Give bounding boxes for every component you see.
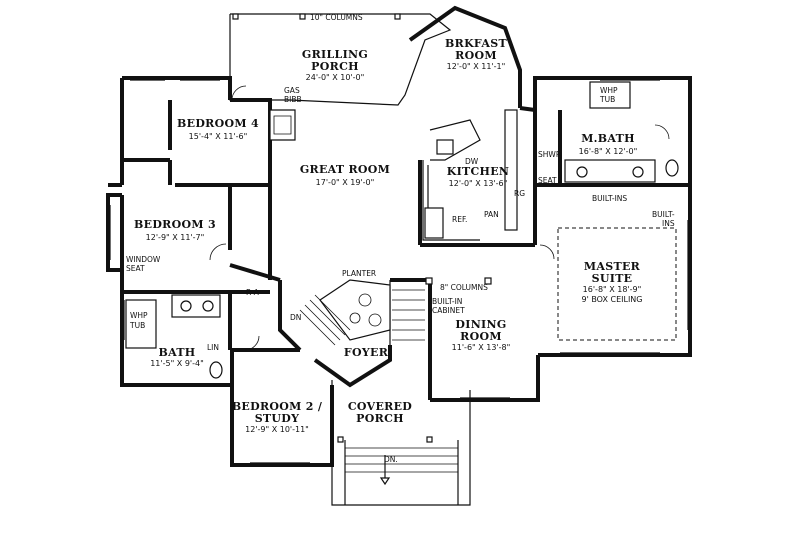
room-labels: GRILLING PORCH 24'-0" X 10'-0" BRKFAST R… (134, 37, 642, 434)
note-lin: LIN (207, 343, 219, 352)
planter-stair (299, 279, 425, 346)
bedroom-4-dims: 15'-4" X 11'-6" (189, 132, 248, 141)
dining-room-dims: 11'-6" X 13'-8" (452, 343, 511, 352)
dining-room-name-2: ROOM (460, 330, 502, 343)
dining-room-name-1: DINING (455, 318, 506, 331)
plan-notes: 10" COLUMNS GAS BIBB DW REF. PAN RG SHWR… (126, 13, 675, 464)
bedroom-3-name: BEDROOM 3 (134, 218, 216, 231)
porch-columns (232, 13, 492, 443)
covered-porch-name-1: COVERED (348, 400, 412, 413)
bath-fixtures (125, 81, 679, 379)
kitchen-counters (422, 109, 518, 241)
master-suite-name-1: MASTER (584, 260, 641, 273)
brkfast-room-name-2: ROOM (455, 49, 497, 62)
note-whp-tub-2a: WHP (130, 311, 148, 320)
kitchen-dims: 12'-0" X 13'-6" (449, 179, 508, 188)
foyer-name: FOYER (344, 346, 389, 359)
m-bath-dims: 16'-8" X 12'-0" (579, 147, 638, 156)
note-built-in-1: BUILT-IN (432, 297, 462, 306)
front-steps (345, 447, 458, 486)
note-whp-tub-1a: WHP (600, 86, 618, 95)
bedroom-4-name: BEDROOM 4 (177, 117, 259, 130)
note-built-ins-2b: INS (662, 219, 675, 228)
grilling-porch-dims: 24'-0" X 10'-0" (306, 73, 365, 82)
note-whp-tub-2b: TUB (129, 321, 145, 330)
note-window-2: SEAT (126, 264, 145, 273)
note-dn-2: DN. (384, 455, 398, 464)
note-bibb: BIBB (284, 95, 302, 104)
note-dn-1: DN (290, 313, 301, 322)
box-ceiling (557, 227, 677, 341)
note-seat: SEAT (538, 176, 557, 185)
brkfast-room-dims: 12'-0" X 11'-1" (447, 62, 506, 71)
interior-walls (122, 100, 690, 388)
m-bath-name: M.BATH (581, 132, 635, 145)
fireplace (269, 109, 296, 141)
bedroom-2-name-2: STUDY (255, 412, 300, 425)
great-room-dims: 17'-0" X 19'-0" (316, 178, 375, 187)
master-suite-name-2: SUITE (592, 272, 633, 285)
kitchen-name: KITCHEN (447, 165, 510, 178)
note-built-ins-2a: BUILT- (652, 210, 675, 219)
bedroom-2-name-1: BEDROOM 2 / (232, 400, 323, 413)
exterior-walls (106, 5, 692, 506)
great-room-name: GREAT ROOM (300, 163, 390, 176)
bedroom-3-dims: 12'-9" X 11'-7" (146, 233, 205, 242)
grilling-porch-name-1: GRILLING (302, 48, 368, 61)
note-shwr: SHWR (538, 150, 561, 159)
note-dw: DW (465, 157, 479, 166)
note-columns-8: 8" COLUMNS (440, 283, 488, 292)
note-ref: REF. (452, 215, 467, 224)
note-window-1: WINDOW (126, 255, 161, 264)
note-built-in-2: CABINET (432, 306, 465, 315)
covered-porch-name-2: PORCH (356, 412, 404, 425)
note-gas: GAS (284, 86, 300, 95)
bedroom-2-dims: 12'-9" X 10'-11" (245, 425, 309, 434)
doors (209, 85, 670, 351)
bath-name: BATH (158, 346, 195, 359)
note-ra: R A (246, 288, 260, 297)
note-pan: PAN (484, 210, 499, 219)
note-whp-tub-1b: TUB (599, 95, 615, 104)
bath-dims: 11'-5" X 9'-4" (150, 359, 204, 368)
grilling-porch-name-2: PORCH (311, 60, 359, 73)
master-suite-dims: 16'-8" X 18'-9" (583, 285, 642, 294)
brkfast-room-name-1: BRKFAST (445, 37, 507, 50)
note-planter: PLANTER (342, 269, 376, 278)
master-suite-ceiling: 9' BOX CEILING (582, 295, 643, 304)
note-built-ins-1: BUILT-INS (592, 194, 627, 203)
windows (109, 79, 689, 464)
note-rg: RG (514, 189, 525, 198)
note-columns-top: 10" COLUMNS (310, 13, 363, 22)
